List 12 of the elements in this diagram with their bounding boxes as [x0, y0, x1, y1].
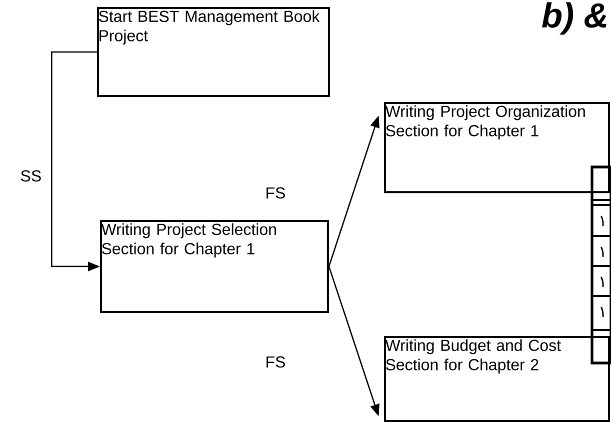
title: b) &	[542, 2, 606, 35]
process-box: Start BEST Management Book Project	[97, 7, 330, 97]
table-cell: ١	[600, 216, 604, 226]
process-box: Writing Project Selection Section for Chapter 1	[100, 220, 329, 313]
process-box: Writing Project Organization Section for Chapter 1	[384, 102, 610, 194]
table-cell: ١	[600, 246, 604, 258]
edge-label: FS	[265, 356, 286, 368]
process-box: Writing Budget and Cost Section for Chapter 2	[384, 336, 610, 422]
table-cell: ١	[600, 276, 604, 288]
edge-label: SS	[20, 170, 42, 182]
table-cell: ١	[600, 306, 604, 318]
edge-label: FS	[265, 187, 286, 199]
